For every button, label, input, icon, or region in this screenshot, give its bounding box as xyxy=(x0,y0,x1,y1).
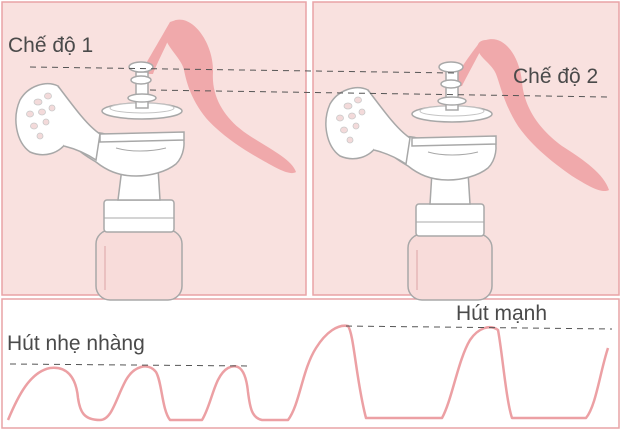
strong-level-line xyxy=(345,325,613,330)
label-mode-1: Chế độ 1 xyxy=(8,34,94,57)
milk-stream-mode-1 xyxy=(165,19,296,174)
milk-stream-mode-2 xyxy=(477,39,609,192)
label-gentle-suction: Hút nhẹ nhàng xyxy=(7,332,145,355)
valve-cap xyxy=(128,61,154,73)
breast-pump-mode-2 xyxy=(325,39,609,301)
bottle-collar xyxy=(103,199,175,233)
label-mode-2: Chế độ 2 xyxy=(513,65,599,88)
gentle-level-line xyxy=(9,363,251,367)
breast-pump-mode-1 xyxy=(15,19,296,301)
suction-waveform xyxy=(6,324,610,422)
label-strong-suction: Hút mạnh xyxy=(456,302,548,325)
panel-waveform xyxy=(1,298,620,429)
mode-1-level-line xyxy=(29,66,456,74)
bottle xyxy=(95,229,183,301)
